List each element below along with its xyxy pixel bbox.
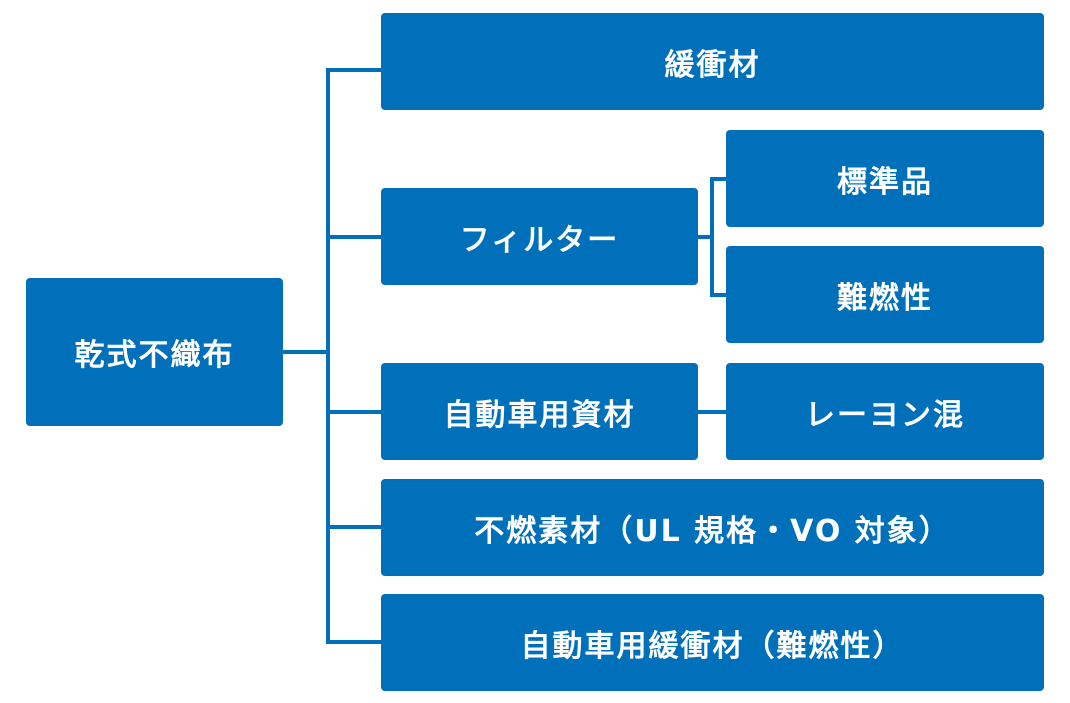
filter-flame-retardant: 難燃性	[726, 246, 1044, 343]
branch-noncombustible: 不燃素材（UL 規格・VO 対象）	[381, 479, 1044, 576]
filter-trunk	[710, 177, 714, 297]
branch-automotive-material: 自動車用資材	[381, 363, 698, 460]
filter-standard: 標準品	[726, 130, 1044, 227]
main-trunk	[326, 68, 330, 644]
root-connector	[283, 350, 328, 354]
root-node: 乾式不織布	[26, 278, 283, 426]
filter-connector	[698, 235, 712, 239]
filter-child-connector-2	[710, 293, 726, 297]
branch-connector-5	[326, 640, 382, 644]
branch-cushion: 緩衝材	[381, 13, 1044, 110]
branch-automotive-cushion: 自動車用緩衝材（難燃性）	[381, 594, 1044, 691]
branch-connector-2	[326, 235, 382, 239]
automotive-rayon-blend: レーヨン混	[726, 363, 1044, 460]
auto-connector	[698, 410, 726, 414]
branch-connector-4	[326, 525, 382, 529]
branch-connector-1	[326, 68, 382, 72]
filter-child-connector-1	[710, 177, 726, 181]
branch-filter: フィルター	[381, 188, 698, 285]
branch-connector-3	[326, 410, 382, 414]
